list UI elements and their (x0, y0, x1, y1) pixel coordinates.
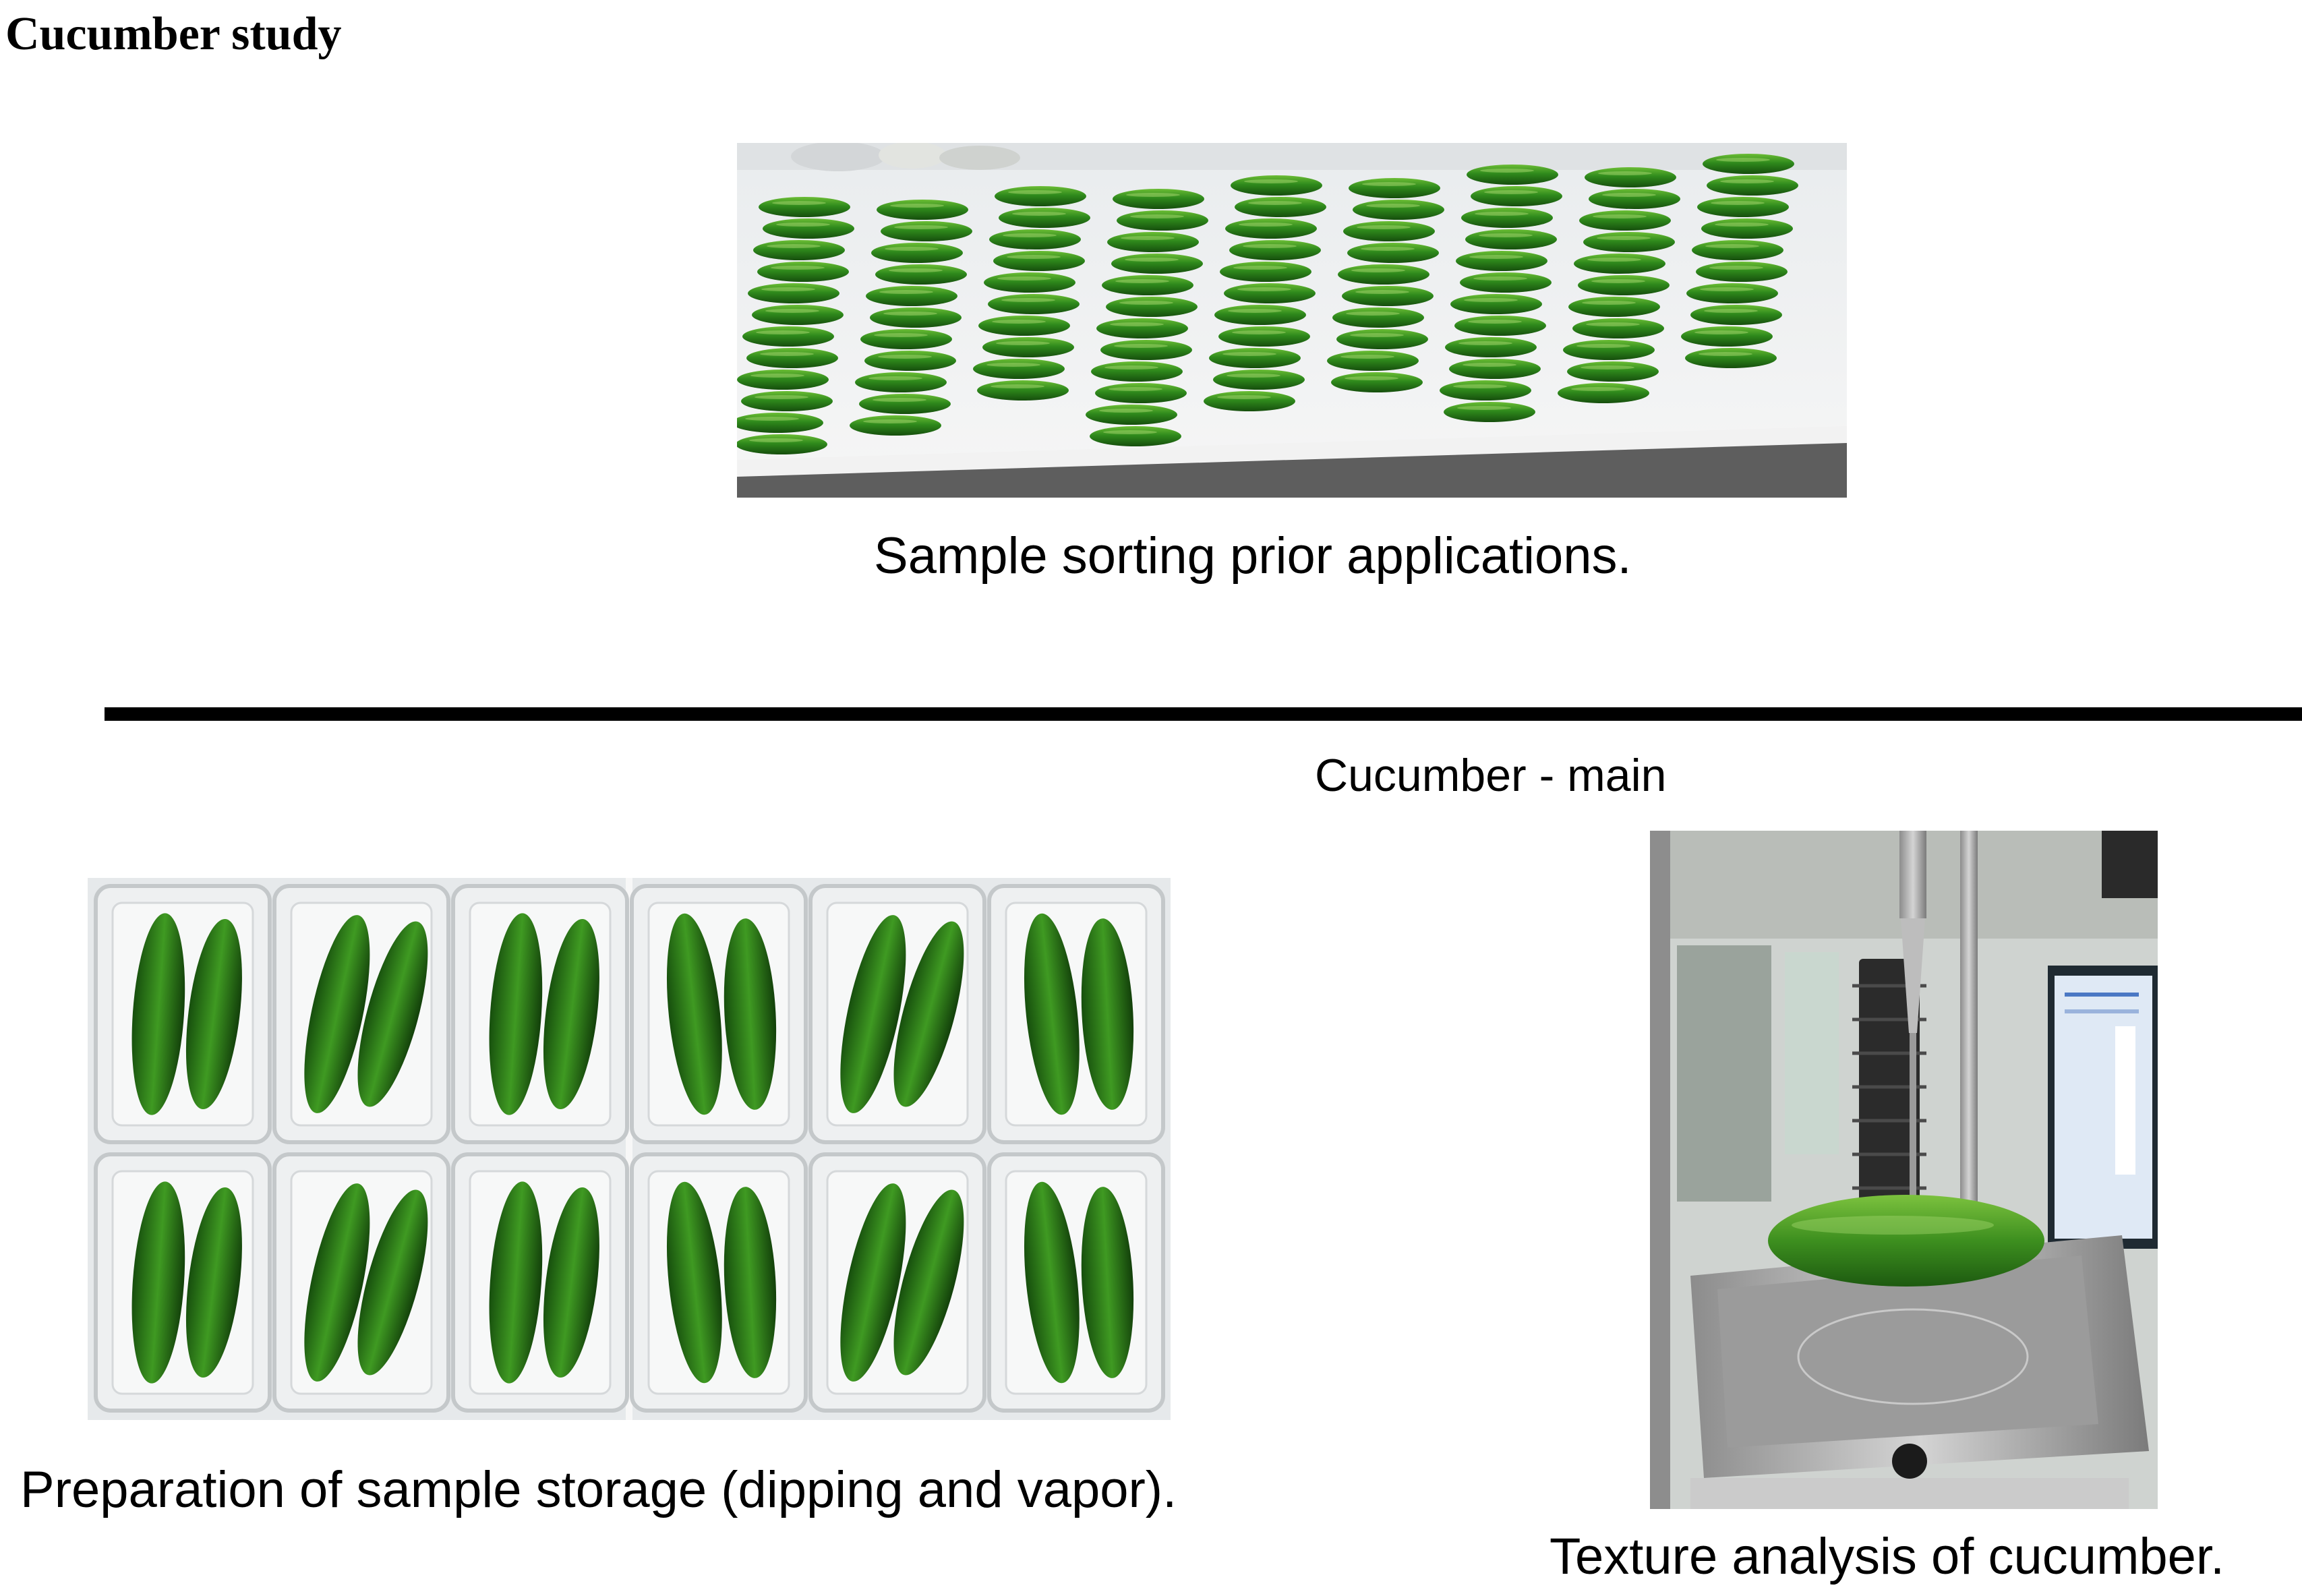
storage-photo (88, 878, 1171, 1420)
texture-caption: Texture analysis of cucumber. (1550, 1528, 2225, 1585)
sorting-photo (737, 143, 1847, 498)
section-divider (105, 707, 2302, 721)
sorting-caption: Sample sorting prior applications. (874, 527, 1632, 585)
texture-photo (1650, 831, 2158, 1509)
figure-title: Cucumber study (5, 8, 342, 60)
storage-caption: Preparation of sample storage (dipping a… (20, 1461, 1177, 1518)
section-label: Cucumber - main (1315, 750, 1667, 801)
